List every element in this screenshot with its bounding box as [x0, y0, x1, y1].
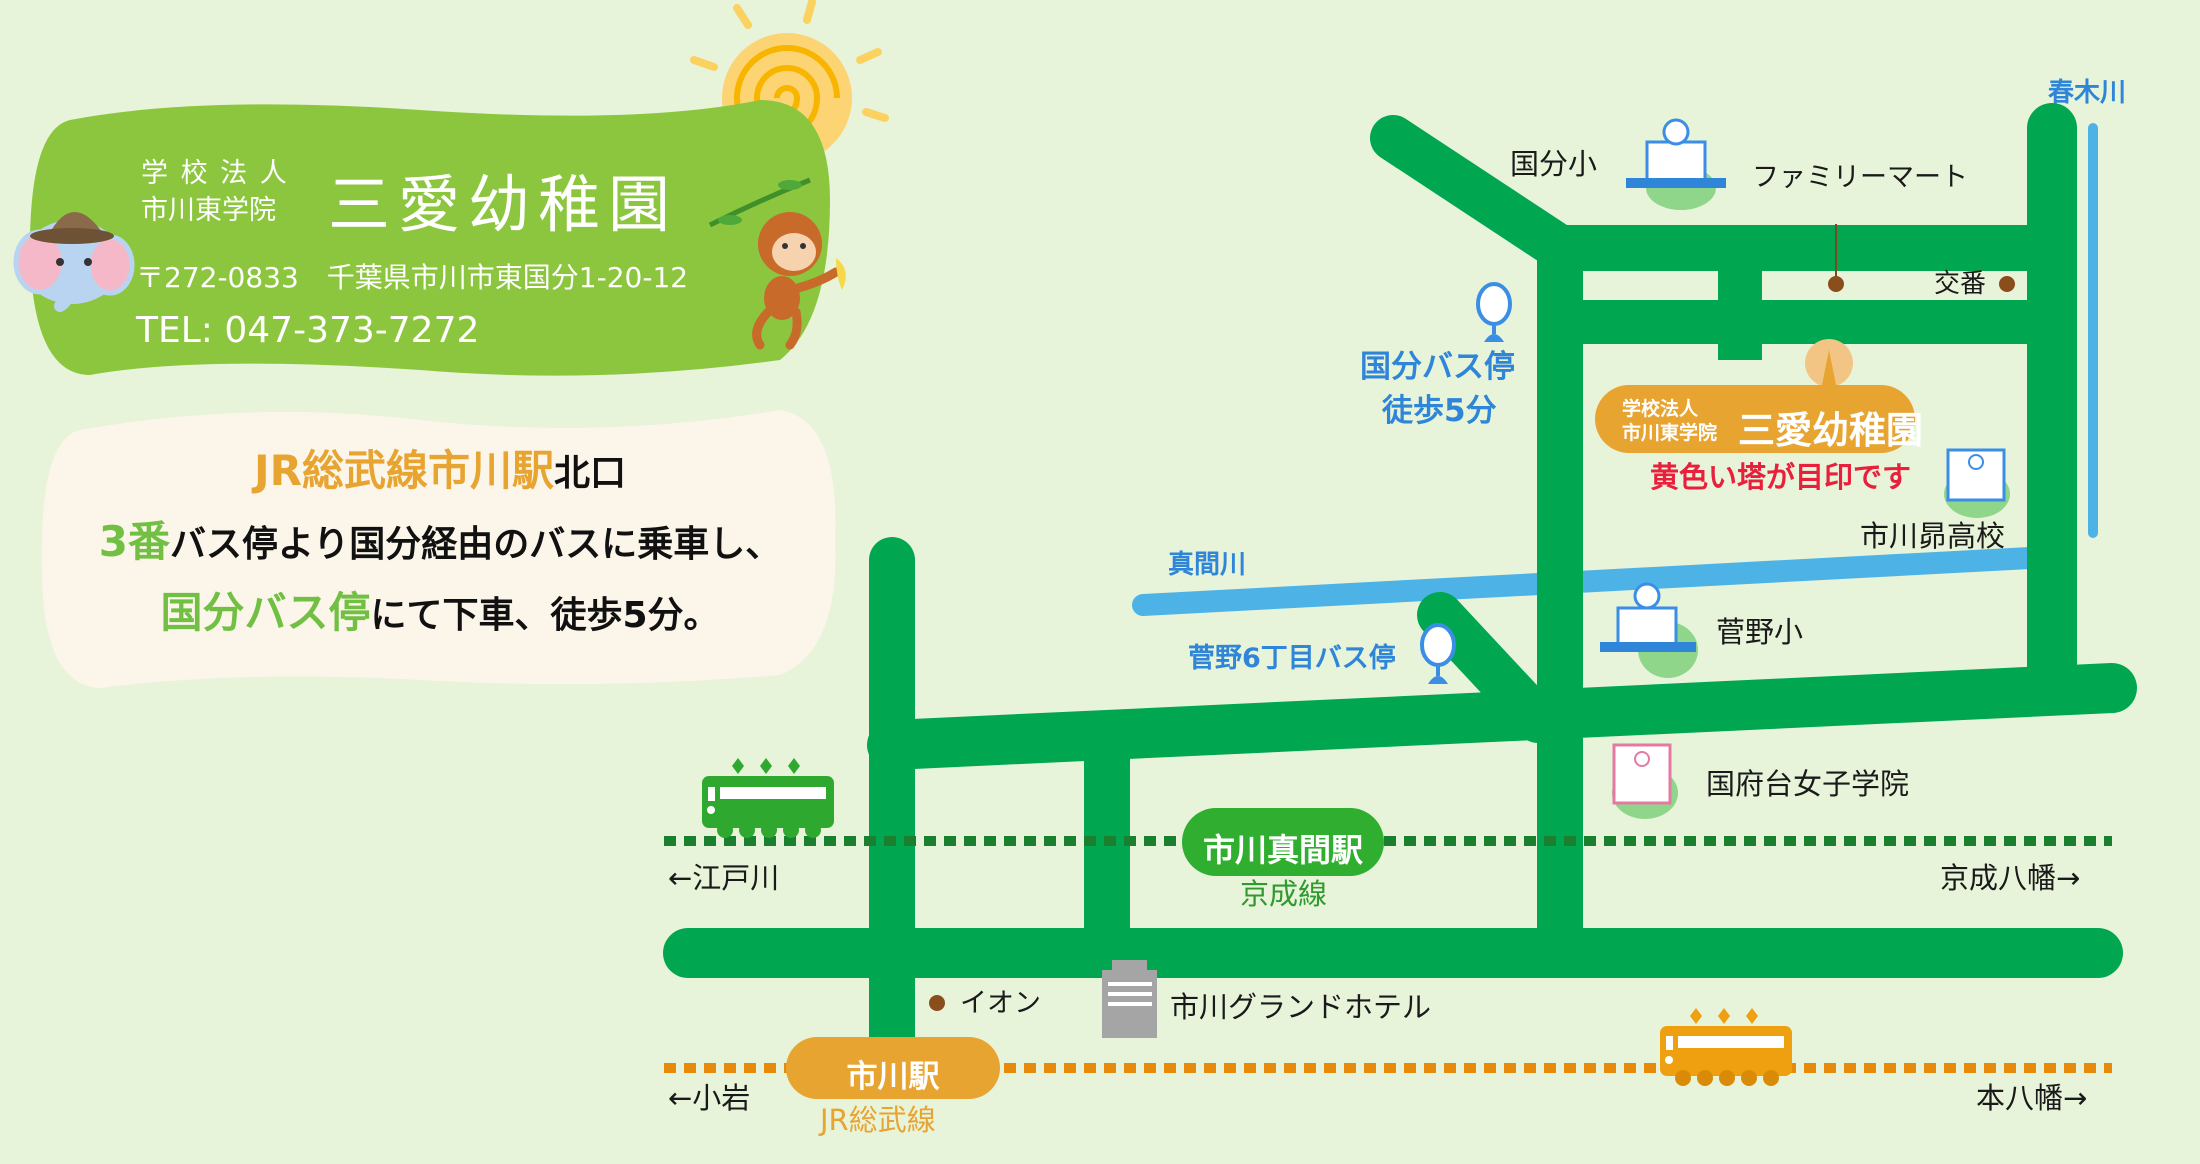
kindergarten-name: 三愛幼稚園	[328, 168, 679, 241]
aeon-label: イオン	[960, 988, 1041, 1019]
kokubun-school-label: 国分小	[1510, 147, 1598, 181]
bus-stop-icon[interactable]	[1420, 623, 1456, 684]
grand-hotel-label: 市川グランドホテル	[1170, 990, 1432, 1024]
jr-west-label: ←小岩	[668, 1081, 751, 1115]
jr-station-pill[interactable]	[786, 1037, 1000, 1099]
police-box-label: 交番	[1934, 269, 1987, 299]
monkey-icon	[708, 177, 846, 350]
destination-name: 三愛幼稚園	[1738, 409, 1923, 452]
police-box-marker[interactable]	[1999, 276, 2015, 292]
keisei-east-label: 京成八幡→	[1940, 861, 2081, 895]
hotel-icon	[1102, 960, 1157, 1038]
kohnodai-girls-label: 国府台女子学院	[1706, 767, 1910, 801]
address: 〒272-0833 千葉県市川市東国分1-20-12	[136, 261, 689, 294]
keisei-station-label: 市川真間駅	[1202, 831, 1363, 869]
destination-marker[interactable]	[1595, 339, 1915, 453]
sugano6-bus-stop-label: 菅野6丁目バス停	[1188, 643, 1396, 674]
elephant-icon	[13, 211, 135, 312]
telephone[interactable]: TEL: 047-373-7272	[136, 310, 480, 351]
org-line1: 学 校 法 人	[141, 158, 289, 189]
mama-river	[1132, 547, 2041, 616]
haruki-river-label: 春木川	[2048, 78, 2127, 108]
sugano-school-label: 菅野小	[1716, 615, 1804, 649]
girls-school-icon	[1612, 743, 1678, 819]
school-icon	[1600, 582, 1698, 678]
header-card	[29, 100, 830, 376]
familymart-marker[interactable]	[1828, 276, 1844, 292]
directions-station: JR総武線市川駅	[254, 446, 554, 495]
familymart-label: ファミリーマート	[1752, 162, 1968, 193]
jr-station-label: 市川駅	[846, 1059, 940, 1095]
jr-line-label: JR総武線	[820, 1103, 936, 1137]
high-school-icon	[1944, 448, 2010, 518]
kokubun-walk-label: 徒歩5分	[1382, 393, 1497, 429]
directions-bus-stop: 国分バス停	[160, 588, 371, 637]
keisei-station-pill[interactable]	[1182, 808, 1384, 876]
keisei-west-label: ←江戸川	[668, 861, 780, 895]
destination-org-line2: 市川東学院	[1622, 422, 1718, 444]
mama-river-label: 真間川	[1168, 550, 1247, 580]
green-train-icon	[702, 758, 834, 838]
kindergarten-header: 学 校 法 人 市川東学院 三愛幼稚園 〒272-0833 千葉県市川市東国分1…	[28, 96, 828, 381]
destination-note: 黄色い塔が目印です	[1650, 460, 1912, 494]
bus-stop-icon[interactable]	[1476, 282, 1512, 342]
org-line2: 市川東学院	[141, 195, 276, 226]
kokubun-bus-stop-label: 国分バス停	[1360, 349, 1515, 385]
directions-text: JR総武線市川駅北口 3番バス停より国分経由のバスに乗車し、 国分バス停にて下車…	[98, 446, 782, 637]
aeon-marker[interactable]	[929, 995, 945, 1011]
school-icon	[1626, 118, 1726, 210]
directions-bus-number: 3番	[98, 517, 170, 566]
roads	[663, 103, 2137, 1063]
directions-card	[41, 410, 836, 688]
orange-train-icon	[1660, 1008, 1792, 1086]
jr-east-label: 本八幡→	[1976, 1081, 2088, 1115]
subaru-high-label: 市川昴高校	[1860, 519, 2006, 553]
keisei-line-label: 京成線	[1240, 877, 1328, 911]
destination-org-line1: 学校法人	[1622, 398, 1699, 420]
